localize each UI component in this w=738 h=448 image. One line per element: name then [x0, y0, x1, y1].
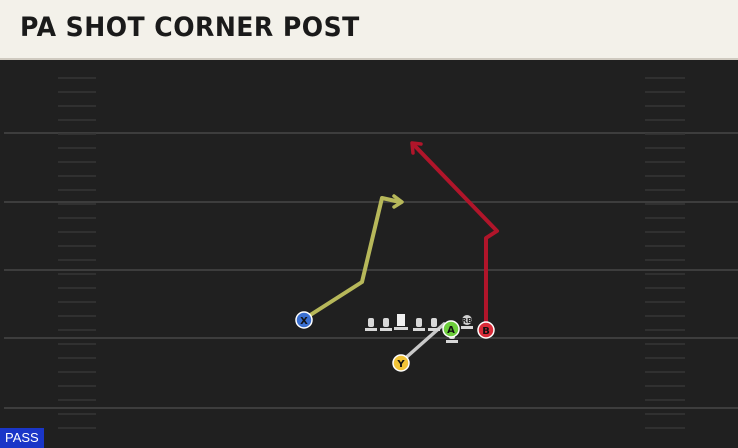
play-field: RB X Y A B	[0, 60, 738, 448]
lineman-icon	[428, 318, 440, 331]
y-button-icon[interactable]	[392, 354, 410, 372]
x-route-arrowhead	[392, 194, 404, 209]
yard-lines	[4, 132, 738, 409]
play-type-badge: PASS	[0, 428, 44, 448]
x-button-icon[interactable]	[295, 311, 313, 329]
a-button-icon[interactable]	[442, 320, 460, 338]
lineman-icon	[365, 318, 377, 331]
x-label: X	[300, 316, 308, 327]
b-route-arrowhead	[410, 141, 423, 155]
running-back-icon: RB	[461, 315, 473, 329]
y-label: Y	[396, 359, 405, 370]
rb-label: RB	[462, 317, 473, 325]
routes	[302, 141, 499, 364]
play-title: PA SHOT CORNER POST	[20, 12, 360, 43]
y-receiver[interactable]: Y	[392, 354, 410, 372]
lineman-icon	[380, 318, 392, 331]
b-label: B	[482, 326, 490, 337]
b-button-icon[interactable]	[477, 321, 495, 339]
x-receiver[interactable]: X	[295, 311, 313, 329]
hash-marks	[58, 77, 685, 429]
x-route	[302, 196, 402, 321]
lineman-icon	[413, 318, 425, 331]
b-route	[411, 142, 499, 331]
b-receiver[interactable]: B	[477, 321, 495, 339]
center-icon	[394, 314, 408, 330]
play-title-bar: PA SHOT CORNER POST	[0, 0, 738, 60]
a-label: A	[447, 325, 455, 336]
a-receiver[interactable]: A	[442, 320, 460, 338]
